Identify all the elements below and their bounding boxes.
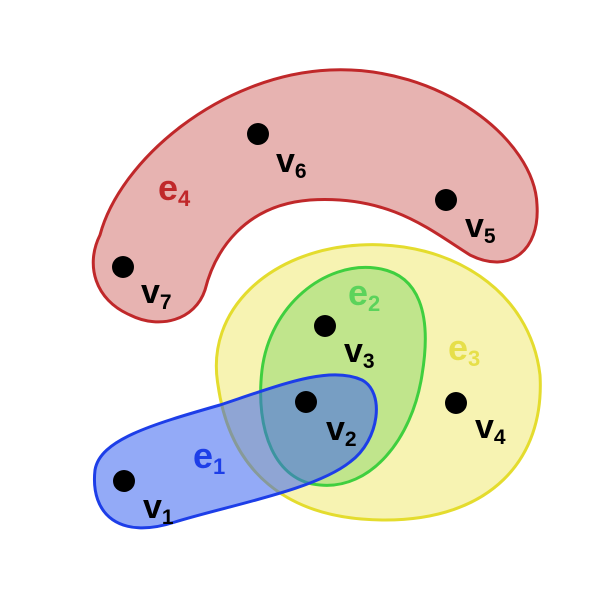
vertex-label-v3: v3 bbox=[344, 332, 375, 373]
vertex-label-v7: v7 bbox=[141, 273, 172, 314]
vertex-label-v4: v4 bbox=[475, 408, 506, 449]
hyperedge-label-e1: e1 bbox=[193, 435, 225, 479]
vertex-label-v5: v5 bbox=[465, 207, 496, 248]
vertex-v1 bbox=[113, 470, 135, 492]
vertex-v2 bbox=[295, 391, 317, 413]
hyperedge-e4 bbox=[91, 68, 539, 324]
vertex-label-v6: v6 bbox=[276, 142, 307, 183]
hyperedge-label-e2: e2 bbox=[348, 272, 380, 316]
vertex-v3 bbox=[314, 315, 336, 337]
hyperedge-e1 bbox=[92, 373, 378, 530]
vertex-label-v1: v1 bbox=[143, 488, 174, 529]
hyperedge-label-e4: e4 bbox=[158, 167, 191, 211]
vertex-v4 bbox=[445, 392, 467, 414]
vertex-label-v2: v2 bbox=[326, 410, 357, 451]
vertex-v5 bbox=[435, 189, 457, 211]
vertex-v6 bbox=[247, 123, 269, 145]
vertex-v7 bbox=[112, 256, 134, 278]
hyperedge-label-e3: e3 bbox=[448, 327, 480, 371]
